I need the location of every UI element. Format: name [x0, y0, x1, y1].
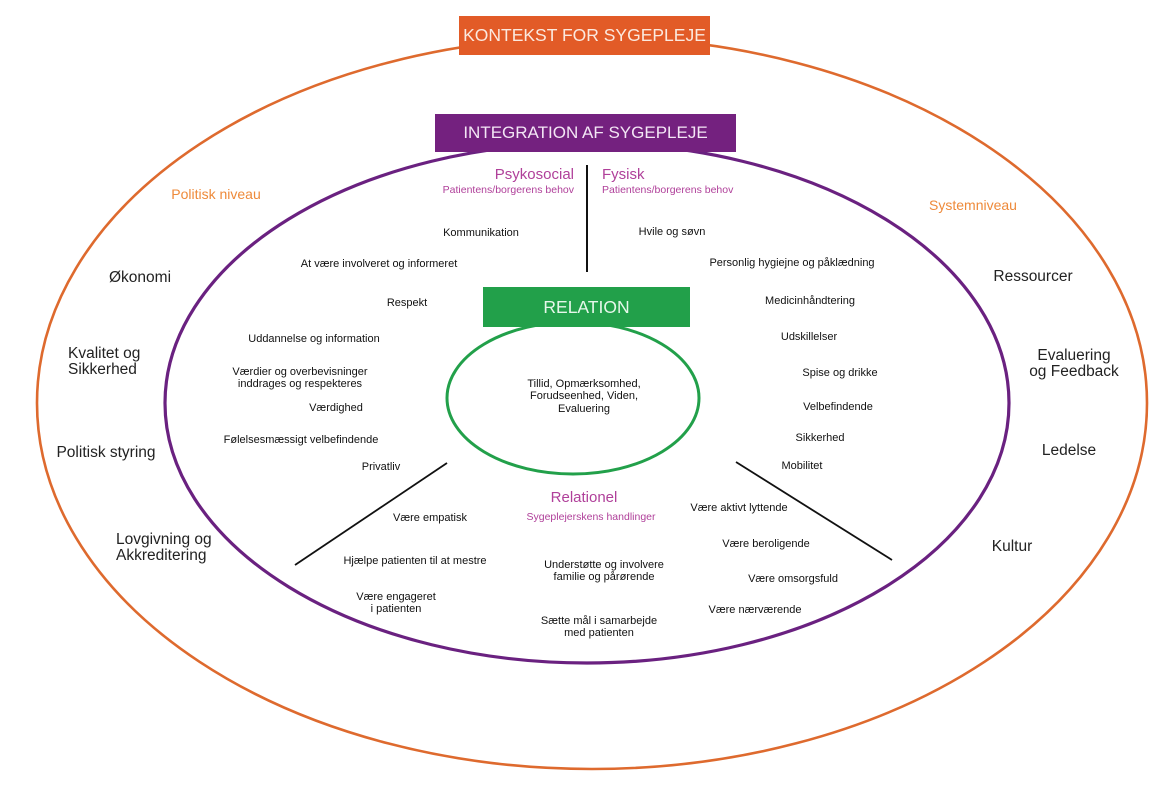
system-item: Kultur [991, 538, 1033, 555]
psykosocial-item: Privatliv [361, 461, 401, 473]
relationel-item: Hjælpe patienten til at mestre [343, 555, 487, 567]
political-item: Lovgivning og Akkreditering [116, 531, 212, 564]
relation-title: RELATION [543, 296, 630, 317]
fysisk-title: Fysisk [602, 166, 645, 183]
psykosocial-item: Værdier og overbevisninger inddrages og … [232, 366, 368, 391]
fysisk-item: Mobilitet [781, 460, 823, 472]
relationel-subtitle: Sygeplejerskens handlinger [526, 511, 656, 523]
fysisk-item: Hvile og søvn [638, 226, 706, 238]
relationel-item: Være omsorgsfuld [748, 573, 838, 585]
integration-title-box: INTEGRATION AF SYGEPLEJE [435, 114, 736, 152]
relationel-item: Være nærværende [708, 604, 802, 616]
divider-psykosocial-relationel [294, 462, 448, 566]
divider-fysisk-relationel [735, 461, 893, 561]
psykosocial-item: Kommunikation [443, 227, 519, 239]
relationel-item: Sætte mål i samarbejde med patienten [540, 615, 658, 640]
relationel-item: Understøtte og involvere familie og pårø… [544, 559, 664, 584]
relationel-item: Være engageret i patienten [356, 591, 436, 616]
context-title-box: KONTEKST FOR SYGEPLEJE [459, 16, 710, 55]
context-title: KONTEKST FOR SYGEPLEJE [463, 25, 706, 45]
system-level-label: Systemniveau [929, 197, 1017, 213]
psykosocial-item: Værdighed [309, 402, 363, 414]
psykosocial-item: At være involveret og informeret [300, 258, 458, 270]
fysisk-item: Personlig hygiejne og påklædning [709, 257, 875, 269]
relationel-title: Relationel [550, 489, 618, 506]
relation-title-box: RELATION [483, 287, 690, 327]
political-item: Politisk styring [56, 444, 156, 461]
fysisk-item: Medicinhåndtering [765, 295, 855, 307]
relation-core-values: Tillid, Opmærksomhed, Forudseenhed, Vide… [527, 378, 641, 415]
psykosocial-item: Følelsesmæssigt velbefindende [223, 434, 379, 446]
fysisk-item: Sikkerhed [795, 432, 845, 444]
psykosocial-item: Respekt [386, 297, 428, 309]
system-item: Ledelse [1041, 442, 1097, 459]
fysisk-item: Velbefindende [803, 401, 873, 413]
fysisk-item: Udskillelser [780, 331, 838, 343]
relationel-item: Være beroligende [722, 538, 810, 550]
fysisk-item: Spise og drikke [802, 367, 878, 379]
political-item: Økonomi [108, 269, 172, 286]
political-item: Kvalitet og Sikkerhed [68, 345, 141, 378]
political-level-label: Politisk niveau [171, 186, 261, 202]
fysisk-subtitle: Patientens/borgerens behov [602, 184, 734, 196]
system-item: Ressourcer [993, 268, 1073, 285]
relationel-item: Være aktivt lyttende [690, 502, 788, 514]
psykosocial-subtitle: Patientens/borgerens behov [442, 184, 574, 196]
system-item: Evaluering og Feedback [1029, 347, 1119, 380]
psykosocial-item: Uddannelse og information [248, 333, 380, 345]
integration-title: INTEGRATION AF SYGEPLEJE [463, 123, 708, 142]
relationel-item: Være empatisk [393, 512, 467, 524]
psykosocial-title: Psykosocial [494, 166, 574, 183]
